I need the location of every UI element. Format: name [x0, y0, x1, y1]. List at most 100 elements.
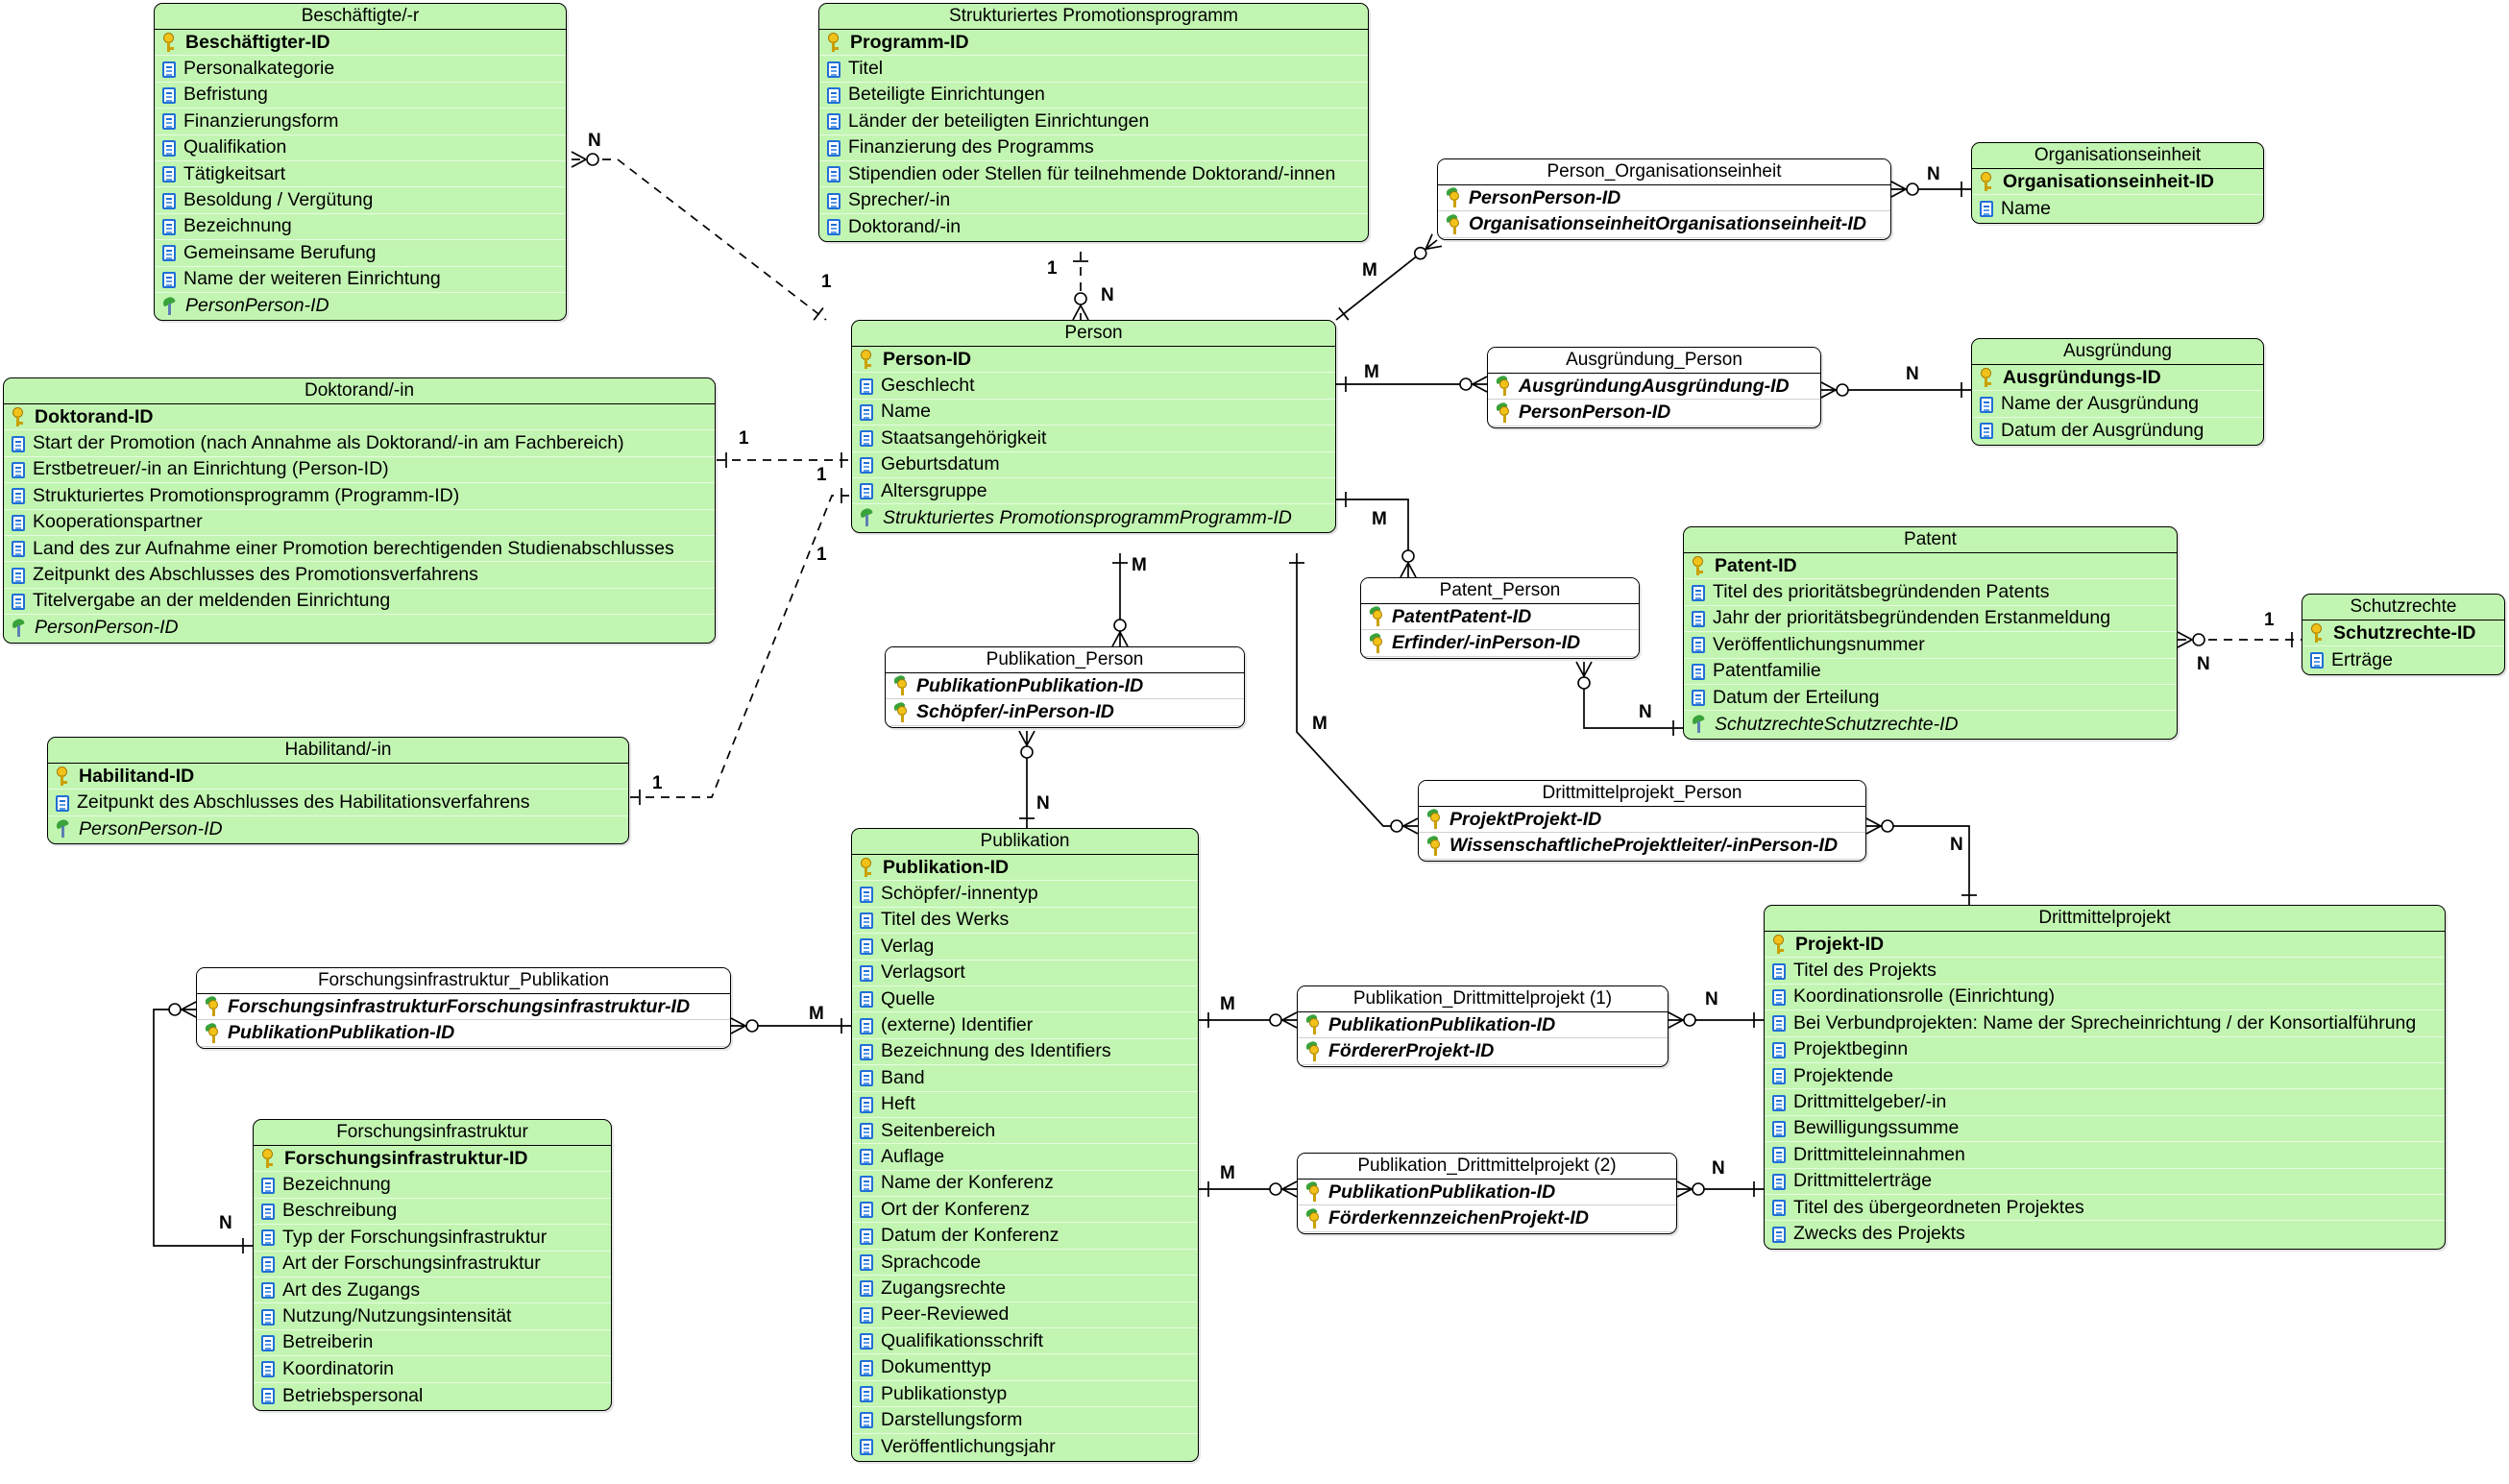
- attribute-row[interactable]: Art der Forschungsinfrastruktur: [254, 1252, 611, 1277]
- attribute-row[interactable]: Stipendien oder Stellen für teilnehmende…: [819, 161, 1368, 188]
- attribute-row[interactable]: Veröffentlichungsjahr: [852, 1434, 1198, 1460]
- attribute-row[interactable]: Altersgruppe: [852, 478, 1335, 505]
- attribute-row[interactable]: PatentPatent-ID: [1361, 604, 1639, 631]
- attribute-row[interactable]: Quelle: [852, 986, 1198, 1013]
- attribute-row[interactable]: Bezeichnung: [254, 1172, 611, 1199]
- attribute-row[interactable]: Drittmitteleinnahmen: [1765, 1142, 2445, 1169]
- attribute-row[interactable]: Zugangsrechte: [852, 1276, 1198, 1302]
- attribute-row[interactable]: Datum der Erteilung: [1684, 685, 2177, 712]
- attribute-row[interactable]: WissenschaftlicheProjektleiter/-inPerson…: [1419, 833, 1865, 860]
- attribute-row[interactable]: Erfinder/-inPerson-ID: [1361, 630, 1639, 657]
- attribute-row[interactable]: Schöpfer/-innentyp: [852, 881, 1198, 908]
- attribute-row[interactable]: Doktorand/-in: [819, 214, 1368, 240]
- attribute-row[interactable]: Auflage: [852, 1144, 1198, 1171]
- attribute-row[interactable]: Koordinatorin: [254, 1356, 611, 1383]
- attribute-row[interactable]: Tätigkeitsart: [155, 161, 566, 188]
- attribute-row[interactable]: Titel des übergeordneten Projektes: [1765, 1195, 2445, 1222]
- attribute-row[interactable]: Bewilligungssumme: [1765, 1116, 2445, 1143]
- attribute-row[interactable]: Qualifikation: [155, 135, 566, 161]
- attribute-row[interactable]: Name: [852, 400, 1335, 426]
- attribute-row[interactable]: Organisationseinheit-ID: [1972, 169, 2263, 196]
- attribute-row[interactable]: Beteiligte Einrichtungen: [819, 83, 1368, 109]
- attribute-row[interactable]: Publikationstyp: [852, 1381, 1198, 1408]
- attribute-row[interactable]: Patent-ID: [1684, 553, 2177, 580]
- attribute-row[interactable]: Koordinationsrolle (Einrichtung): [1765, 985, 2445, 1011]
- attribute-row[interactable]: PersonPerson-ID: [48, 816, 628, 842]
- attribute-row[interactable]: SchutzrechteSchutzrechte-ID: [1684, 711, 2177, 737]
- attribute-row[interactable]: PersonPerson-ID: [1488, 400, 1820, 426]
- attribute-row[interactable]: PublikationPublikation-ID: [886, 673, 1244, 700]
- attribute-row[interactable]: Name der weiteren Einrichtung: [155, 267, 566, 293]
- attribute-row[interactable]: Titelvergabe an der meldenden Einrichtun…: [4, 589, 715, 616]
- attribute-row[interactable]: PersonPerson-ID: [4, 615, 715, 641]
- attribute-row[interactable]: OrganisationseinheitOrganisationseinheit…: [1438, 211, 1890, 238]
- attribute-row[interactable]: Beschäftigter-ID: [155, 30, 566, 57]
- attribute-row[interactable]: Besoldung / Vergütung: [155, 187, 566, 214]
- attribute-row[interactable]: Publikation-ID: [852, 855, 1198, 882]
- attribute-row[interactable]: Band: [852, 1065, 1198, 1092]
- attribute-row[interactable]: Zwecks des Projekts: [1765, 1221, 2445, 1247]
- entity-pub-dm1[interactable]: Publikation_Drittmittelprojekt (1)Publik…: [1297, 985, 1669, 1067]
- attribute-row[interactable]: Seitenbereich: [852, 1118, 1198, 1145]
- attribute-row[interactable]: Sprachcode: [852, 1250, 1198, 1277]
- attribute-row[interactable]: Strukturiertes Promotionsprogramm (Progr…: [4, 483, 715, 510]
- attribute-row[interactable]: Typ der Forschungsinfrastruktur: [254, 1225, 611, 1252]
- attribute-row[interactable]: Betriebspersonal: [254, 1383, 611, 1409]
- attribute-row[interactable]: Projektbeginn: [1765, 1037, 2445, 1063]
- attribute-row[interactable]: Befristung: [155, 83, 566, 109]
- attribute-row[interactable]: Erstbetreuer/-in an Einrichtung (Person-…: [4, 457, 715, 484]
- attribute-row[interactable]: Land des zur Aufnahme einer Promotion be…: [4, 536, 715, 563]
- attribute-row[interactable]: Art des Zugangs: [254, 1277, 611, 1304]
- attribute-row[interactable]: Bei Verbundprojekten: Name der Sprechein…: [1765, 1010, 2445, 1037]
- attribute-row[interactable]: Ausgründungs-ID: [1972, 365, 2263, 392]
- attribute-row[interactable]: Drittmittelerträge: [1765, 1169, 2445, 1195]
- attribute-row[interactable]: Staatsangehörigkeit: [852, 426, 1335, 452]
- attribute-row[interactable]: FördererProjekt-ID: [1298, 1038, 1668, 1065]
- attribute-row[interactable]: PersonPerson-ID: [155, 293, 566, 319]
- attribute-row[interactable]: Peer-Reviewed: [852, 1302, 1198, 1329]
- attribute-row[interactable]: Drittmittelgeber/-in: [1765, 1089, 2445, 1116]
- attribute-row[interactable]: Finanzierungsform: [155, 109, 566, 135]
- attribute-row[interactable]: Name der Ausgründung: [1972, 391, 2263, 418]
- attribute-row[interactable]: Bezeichnung des Identifiers: [852, 1039, 1198, 1066]
- attribute-row[interactable]: Datum der Konferenz: [852, 1223, 1198, 1250]
- attribute-row[interactable]: Strukturiertes PromotionsprogrammProgram…: [852, 504, 1335, 530]
- attribute-row[interactable]: Personalkategorie: [155, 56, 566, 83]
- attribute-row[interactable]: Habilitand-ID: [48, 764, 628, 791]
- attribute-row[interactable]: Sprecher/-in: [819, 187, 1368, 214]
- attribute-row[interactable]: ForschungsinfrastrukturForschungsinfrast…: [197, 994, 730, 1021]
- attribute-row[interactable]: Schöpfer/-inPerson-ID: [886, 699, 1244, 726]
- attribute-row[interactable]: Forschungsinfrastruktur-ID: [254, 1146, 611, 1173]
- attribute-row[interactable]: Ort der Konferenz: [852, 1197, 1198, 1224]
- attribute-row[interactable]: PublikationPublikation-ID: [1298, 1012, 1668, 1039]
- attribute-row[interactable]: Nutzung/Nutzungsintensität: [254, 1303, 611, 1330]
- attribute-row[interactable]: Qualifikationsschrift: [852, 1328, 1198, 1355]
- attribute-row[interactable]: Veröffentlichungsnummer: [1684, 632, 2177, 659]
- attribute-row[interactable]: Schutzrechte-ID: [2302, 620, 2504, 647]
- attribute-row[interactable]: Patentfamilie: [1684, 659, 2177, 685]
- attribute-row[interactable]: Name der Konferenz: [852, 1171, 1198, 1198]
- attribute-row[interactable]: Doktorand-ID: [4, 404, 715, 431]
- attribute-row[interactable]: Erträge: [2302, 646, 2504, 672]
- attribute-row[interactable]: Verlag: [852, 934, 1198, 961]
- attribute-row[interactable]: Dokumenttyp: [852, 1354, 1198, 1381]
- entity-pub-dm2[interactable]: Publikation_Drittmittelprojekt (2)Publik…: [1297, 1153, 1677, 1234]
- attribute-row[interactable]: Titel: [819, 56, 1368, 83]
- attribute-row[interactable]: Gemeinsame Berufung: [155, 240, 566, 267]
- attribute-row[interactable]: Kooperationspartner: [4, 510, 715, 536]
- attribute-row[interactable]: Programm-ID: [819, 30, 1368, 57]
